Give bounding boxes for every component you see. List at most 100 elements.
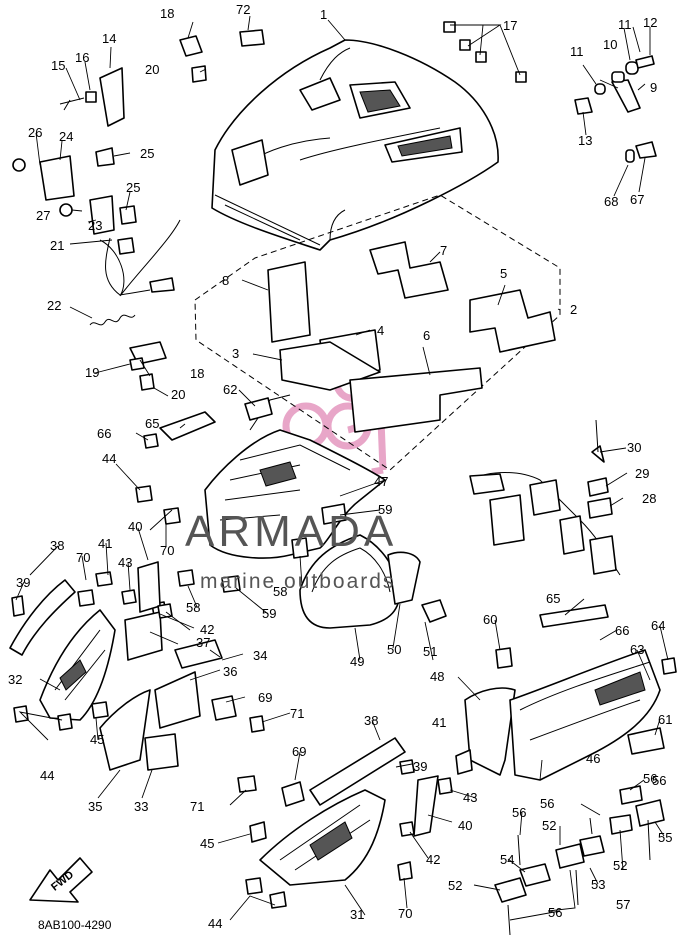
- callout-65b: 65: [546, 591, 560, 606]
- callout-69b: 69: [292, 744, 306, 759]
- lower-cowling-part: [135, 394, 386, 559]
- callout-71b: 71: [190, 799, 204, 814]
- callout-52b: 52: [448, 878, 462, 893]
- callout-39b: 39: [413, 759, 427, 774]
- callout-20a: 20: [145, 62, 159, 77]
- callout-32: 32: [8, 672, 22, 687]
- hood-liner-kit: [194, 194, 561, 471]
- callout-19: 19: [85, 365, 99, 380]
- callout-20b: 20: [171, 387, 185, 402]
- callout-38b: 38: [364, 713, 378, 728]
- callout-59a: 59: [378, 502, 392, 517]
- callout-30: 30: [627, 440, 641, 455]
- leader-lines: [15, 15, 669, 921]
- callout-41b: 41: [432, 715, 446, 730]
- callout-9: 9: [650, 80, 657, 95]
- callout-12: 12: [643, 15, 657, 30]
- callout-labels: 1 2 3 4 5 6 7 8 9 10 11 11 12 13 14 15 1…: [8, 2, 672, 931]
- callout-33: 33: [134, 799, 148, 814]
- hood-part: [211, 39, 499, 251]
- callout-34: 34: [253, 648, 267, 663]
- callout-42a: 42: [200, 622, 214, 637]
- callout-58a: 58: [186, 600, 200, 615]
- callout-1: 1: [320, 7, 327, 22]
- callout-44a: 44: [102, 451, 116, 466]
- hood-hardware: [12, 21, 527, 391]
- callout-59b: 59: [262, 606, 276, 621]
- callout-70c: 70: [398, 906, 412, 921]
- callout-67: 67: [630, 192, 644, 207]
- callout-44b: 44: [40, 768, 54, 783]
- callout-15: 15: [51, 58, 65, 73]
- callout-56e: 56: [643, 771, 657, 786]
- callout-43b: 43: [463, 790, 477, 805]
- callout-25a: 25: [140, 146, 154, 161]
- callout-45b: 45: [200, 836, 214, 851]
- callout-17: 17: [503, 18, 517, 33]
- callout-69a: 69: [258, 690, 272, 705]
- lower-side-panel-parts: [237, 737, 473, 909]
- callout-36: 36: [223, 664, 237, 679]
- callout-56c: 56: [512, 805, 526, 820]
- callout-14: 14: [102, 31, 116, 46]
- callout-16: 16: [75, 50, 89, 65]
- callout-40b: 40: [458, 818, 472, 833]
- left-side-panel-parts: [9, 561, 265, 771]
- callout-58b: 58: [273, 584, 287, 599]
- callout-64: 64: [651, 618, 665, 633]
- callout-21: 21: [50, 238, 64, 253]
- callout-50: 50: [387, 642, 401, 657]
- callout-41a: 41: [98, 536, 112, 551]
- callout-57: 57: [616, 897, 630, 912]
- callout-42b: 42: [426, 852, 440, 867]
- callout-47: 47: [374, 474, 388, 489]
- forward-arrow-icon: [29, 857, 93, 903]
- callout-66b: 66: [615, 623, 629, 638]
- callout-52a: 52: [542, 818, 556, 833]
- callout-31: 31: [350, 907, 364, 922]
- callout-28: 28: [642, 491, 656, 506]
- callout-60: 60: [483, 612, 497, 627]
- callout-29: 29: [635, 466, 649, 481]
- callout-25b: 25: [126, 180, 140, 195]
- watermark-tagline: marine outboards: [200, 570, 395, 593]
- clip-hardware: [494, 817, 651, 936]
- callout-24: 24: [59, 129, 73, 144]
- callout-23: 23: [88, 218, 102, 233]
- callout-72: 72: [236, 2, 250, 17]
- diagram-code: 8AB100-4290: [38, 918, 112, 932]
- callout-56d: 56: [548, 905, 562, 920]
- callout-62: 62: [223, 382, 237, 397]
- callout-68: 68: [604, 194, 618, 209]
- watermark-brand: ARMADA: [185, 507, 397, 556]
- callout-39a: 39: [16, 575, 30, 590]
- callout-70b: 70: [160, 543, 174, 558]
- callout-46: 46: [586, 751, 600, 766]
- callout-26: 26: [28, 125, 42, 140]
- callout-56b: 56: [540, 796, 554, 811]
- callout-35: 35: [88, 799, 102, 814]
- callout-66a: 66: [97, 426, 111, 441]
- callout-27: 27: [36, 208, 50, 223]
- callout-70a: 70: [76, 550, 90, 565]
- callout-37: 37: [196, 635, 210, 650]
- callout-71a: 71: [290, 706, 304, 721]
- callout-51: 51: [423, 644, 437, 659]
- callout-2: 2: [570, 302, 577, 317]
- callout-11a: 11: [618, 17, 632, 32]
- callout-48: 48: [430, 669, 444, 684]
- hood-latch-assembly: [574, 55, 657, 163]
- callout-44c: 44: [208, 916, 222, 931]
- callout-6: 6: [423, 328, 430, 343]
- callout-38a: 38: [50, 538, 64, 553]
- callout-5: 5: [500, 266, 507, 281]
- callout-4: 4: [377, 323, 384, 338]
- callout-13: 13: [578, 133, 592, 148]
- callout-61: 61: [658, 712, 672, 727]
- callout-3: 3: [232, 346, 239, 361]
- callout-54: 54: [500, 852, 514, 867]
- callout-8: 8: [222, 273, 229, 288]
- callout-55: 55: [658, 830, 672, 845]
